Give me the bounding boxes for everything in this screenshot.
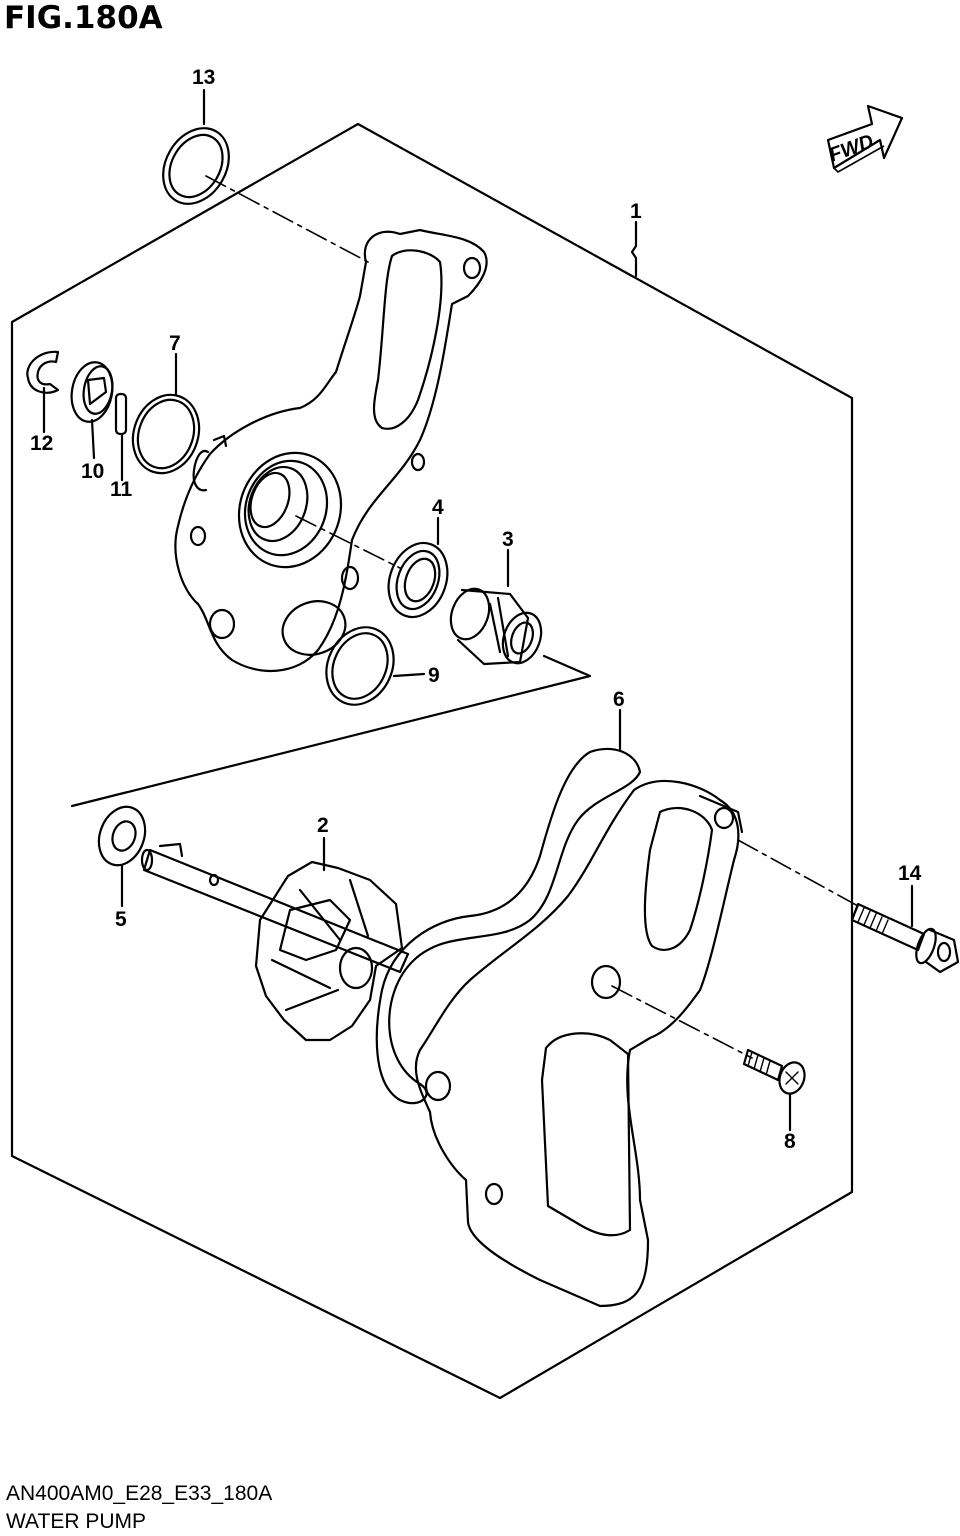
callout-12: 12 bbox=[30, 432, 53, 455]
leader-1 bbox=[630, 220, 638, 278]
pump-cover bbox=[414, 780, 744, 1308]
fwd-label: FWD bbox=[826, 130, 876, 166]
callout-4: 4 bbox=[432, 496, 444, 519]
centerline-right-top bbox=[737, 839, 859, 907]
screw-8 bbox=[742, 1048, 806, 1095]
callout-7: 7 bbox=[169, 332, 181, 355]
figure-title: FIG.180A bbox=[4, 0, 163, 36]
centerline-right-bottom bbox=[611, 985, 753, 1059]
forward-arrow-icon: FWD bbox=[826, 104, 904, 173]
oil-seal-4 bbox=[387, 541, 449, 619]
callout-6: 6 bbox=[613, 688, 625, 711]
centerline-upper bbox=[205, 175, 369, 263]
diagram-name: WATER PUMP bbox=[6, 1510, 146, 1533]
callout-1: 1 bbox=[630, 200, 642, 223]
pin-11 bbox=[114, 392, 128, 436]
leader-10 bbox=[90, 418, 96, 460]
washer-5 bbox=[97, 805, 147, 867]
mechanical-seal-3 bbox=[449, 587, 543, 666]
callout-13: 13 bbox=[192, 66, 215, 89]
e-clip-12 bbox=[26, 350, 60, 394]
o-ring-13 bbox=[162, 127, 230, 205]
callout-9: 9 bbox=[428, 664, 440, 687]
callout-10: 10 bbox=[81, 460, 104, 483]
diagram-code: AN400AM0_E28_E33_180A bbox=[6, 1482, 273, 1505]
callout-11: 11 bbox=[110, 478, 133, 501]
o-ring-9 bbox=[325, 626, 395, 706]
gasket-6 bbox=[375, 747, 642, 1105]
group-divider-line bbox=[70, 654, 592, 808]
assembly-outline bbox=[10, 122, 854, 1400]
centerline-shaft bbox=[295, 515, 401, 569]
pump-housing-1 bbox=[174, 228, 488, 673]
drive-gear-10 bbox=[70, 361, 114, 423]
o-ring-7 bbox=[131, 393, 201, 475]
callout-8: 8 bbox=[784, 1130, 796, 1153]
callout-labels: 1 2 3 4 5 6 7 8 9 10 11 12 13 14 bbox=[30, 66, 922, 1153]
leader-9 bbox=[392, 672, 426, 678]
callout-5: 5 bbox=[115, 908, 127, 931]
callout-3: 3 bbox=[502, 528, 514, 551]
callout-2: 2 bbox=[317, 814, 329, 837]
callout-14: 14 bbox=[898, 862, 922, 885]
impeller-shaft-2 bbox=[140, 842, 410, 1042]
bolt-14 bbox=[850, 902, 960, 974]
